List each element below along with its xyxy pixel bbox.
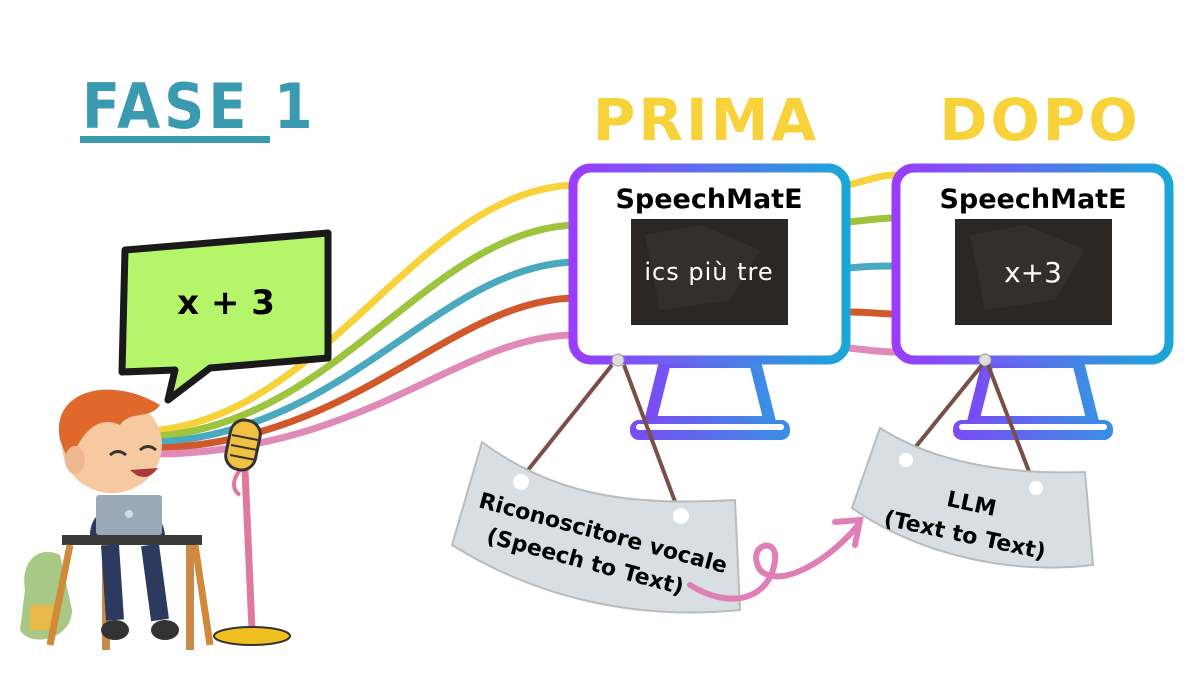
title-underline: [80, 136, 270, 143]
screen-text: ics più tre: [644, 258, 773, 286]
microphone-icon: [213, 418, 291, 646]
wave-yellow: [156, 181, 579, 434]
desk: [62, 535, 202, 545]
app-name: SpeechMatE: [615, 184, 802, 215]
boy-illustration: [20, 389, 214, 650]
boy-hair: [58, 389, 160, 465]
sign-nail: [611, 353, 625, 367]
sign-speech-to-text: Riconoscitore vocale (Speech to Text): [450, 440, 742, 614]
arrow-icon: [687, 516, 864, 602]
screen-text: x+3: [1004, 256, 1062, 289]
speech-bubble: x + 3: [118, 229, 332, 404]
sign-nail: [978, 353, 992, 367]
mic-base: [213, 626, 291, 646]
sign-strings: [518, 363, 1037, 516]
page-title: FASE 1: [82, 70, 317, 143]
sign-text-to-text: LLM (Text to Text): [850, 426, 1095, 569]
title-group: FASE 1: [80, 70, 317, 143]
monitor-dopo: SpeechMatE x+3: [891, 163, 1174, 440]
wave-green: [156, 221, 579, 440]
monitor-prima: SpeechMatE ics più tre: [568, 163, 851, 440]
heading-dopo: DOPO: [939, 86, 1140, 154]
monitor-stand: [642, 356, 778, 428]
speech-bubble-text: x + 3: [177, 283, 275, 323]
heading-prima: PRIMA: [593, 86, 819, 154]
app-name: SpeechMatE: [939, 184, 1126, 215]
